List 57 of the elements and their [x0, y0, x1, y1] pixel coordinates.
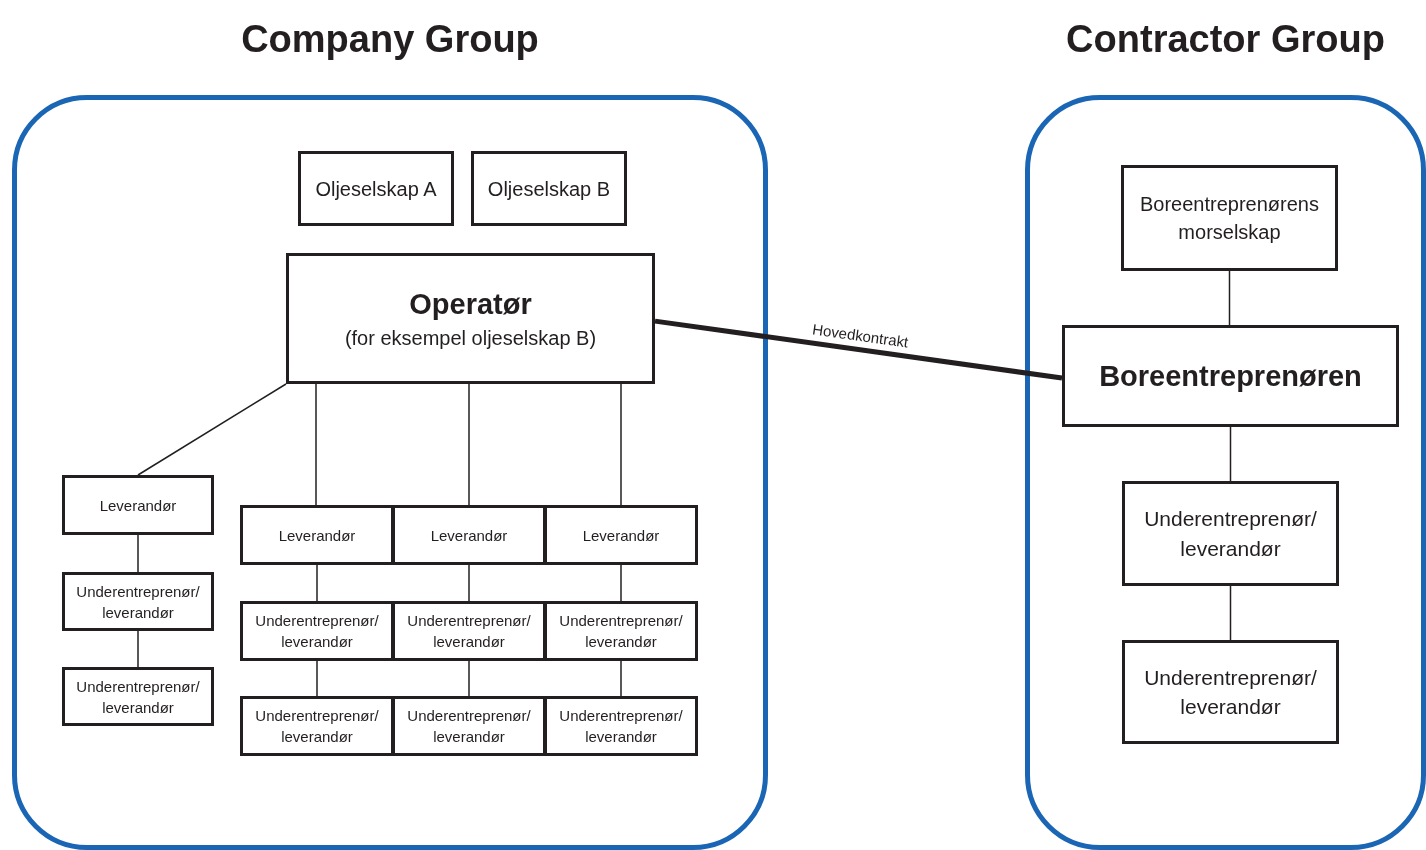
entity-box: [1122, 640, 1339, 744]
entity-box: [392, 505, 546, 565]
entity-box: [240, 696, 394, 756]
box-label: Oljeselskap B: [486, 176, 612, 202]
group-title: Contractor Group: [1066, 18, 1385, 61]
entity-box: [544, 505, 698, 565]
entity-box: [62, 572, 214, 631]
connector-line: [620, 383, 622, 506]
contractor-box: [1062, 325, 1399, 427]
box-label: Leverandør: [429, 525, 509, 546]
entity-box: [62, 667, 214, 726]
box-label: Underentreprenør/ leverandør: [75, 676, 201, 718]
connector-line: [316, 660, 318, 697]
entity-box: [240, 601, 394, 661]
connector-line: [468, 383, 470, 506]
box-label: Leverandør: [581, 525, 661, 546]
connector-line: [137, 383, 287, 476]
connector-line: [315, 383, 317, 506]
connector-line: [468, 660, 470, 697]
box-label: Underentreprenør/ leverandør: [1143, 506, 1318, 562]
entity-box: [240, 505, 394, 565]
box-title: Operatør: [409, 287, 532, 321]
connector-line: [1228, 270, 1231, 326]
connector-line: [654, 318, 1063, 381]
box-label: Underentreprenør/ leverandør: [254, 611, 380, 652]
box-subtitle: (for eksempel oljeselskap B): [344, 326, 597, 350]
entity-box: [392, 601, 546, 661]
entity-box: [298, 151, 454, 226]
entity-box: [1122, 481, 1339, 586]
box-title: Boreentreprenøren: [1099, 359, 1362, 393]
box-label: Underentreprenør/ leverandør: [558, 706, 684, 747]
box-label: Oljeselskap A: [314, 176, 438, 202]
operator-box: [286, 253, 655, 384]
box-label: Underentreprenør/ leverandør: [254, 706, 380, 747]
connector-line: [1229, 585, 1232, 641]
group-title: Company Group: [241, 18, 539, 61]
connector-line: [1229, 426, 1232, 482]
connector-line: [620, 660, 622, 697]
entity-box: [1121, 165, 1338, 271]
box-label: Underentreprenør/ leverandør: [558, 611, 684, 652]
connector-line: [620, 564, 622, 602]
box-label: Underentreprenør/ leverandør: [406, 611, 532, 652]
entity-box: [544, 601, 698, 661]
box-label: Underentreprenør/ leverandør: [1143, 664, 1318, 720]
box-label: Underentreprenør/ leverandør: [406, 706, 532, 747]
entity-box: [392, 696, 546, 756]
box-label: Boreentreprenørens morselskap: [1139, 192, 1320, 245]
box-label: Leverandør: [277, 525, 357, 546]
box-label: Underentreprenør/ leverandør: [75, 581, 201, 623]
entity-box: [544, 696, 698, 756]
connector-line: [468, 564, 470, 602]
entity-box: [62, 475, 214, 535]
entity-box: [471, 151, 627, 226]
box-label: Leverandør: [98, 495, 178, 516]
connector-line: [137, 534, 139, 573]
connector-line: [137, 630, 139, 668]
connector-line: [316, 564, 318, 602]
